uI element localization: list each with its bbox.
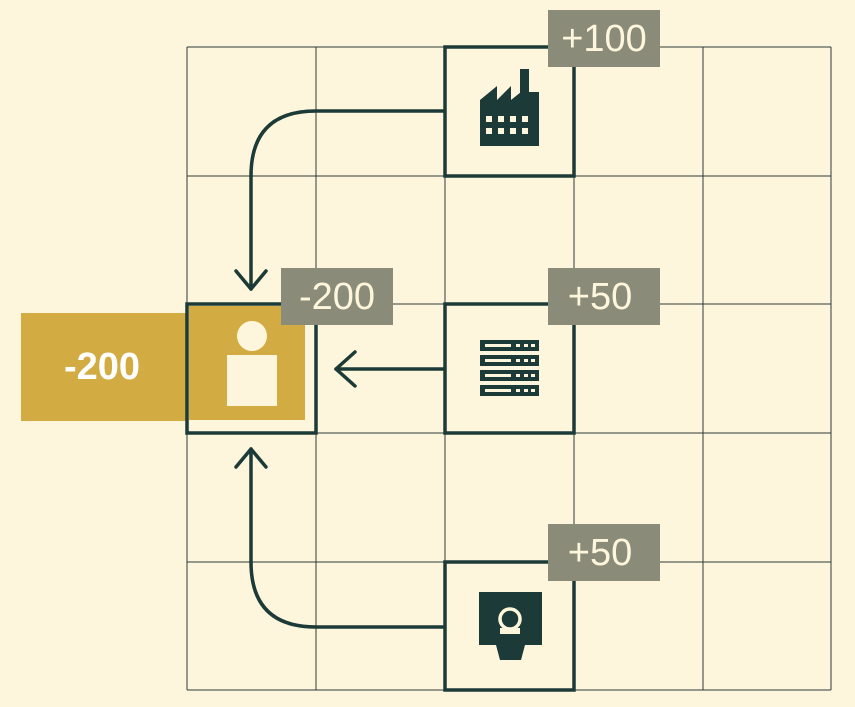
arrowhead-monitor-flow — [234, 447, 268, 469]
badge-monitor-value: +50 — [568, 532, 632, 574]
badge-server-value: +50 — [568, 276, 632, 318]
node-server[interactable] — [443, 302, 576, 435]
node-monitor[interactable] — [443, 560, 576, 692]
flow-monitor-to-consumer — [249, 447, 445, 629]
badge-factory-background — [548, 10, 660, 67]
flow-factory-to-consumer — [249, 109, 445, 291]
badge-consumer-value: -200 — [299, 276, 375, 318]
monitor-icon — [479, 592, 542, 660]
total-value: -200 — [64, 346, 140, 388]
badge-consumer-background — [281, 268, 393, 325]
badge-server: +50 — [548, 268, 660, 325]
flows — [234, 109, 445, 629]
person-icon — [227, 321, 277, 406]
badge-monitor: +50 — [548, 524, 660, 581]
node-factory[interactable] — [443, 45, 576, 178]
badge-factory: +100 — [548, 10, 660, 67]
badge-consumer: -200 — [281, 268, 393, 325]
server-icon — [480, 340, 539, 396]
node-server-frame — [443, 302, 576, 435]
badge-monitor-background — [548, 524, 660, 581]
arrowhead-factory-flow — [234, 269, 268, 291]
factory-icon — [480, 69, 539, 146]
arrowhead-server-flow — [334, 350, 357, 388]
badge-server-background — [548, 268, 660, 325]
badge-factory-value: +100 — [561, 18, 647, 60]
